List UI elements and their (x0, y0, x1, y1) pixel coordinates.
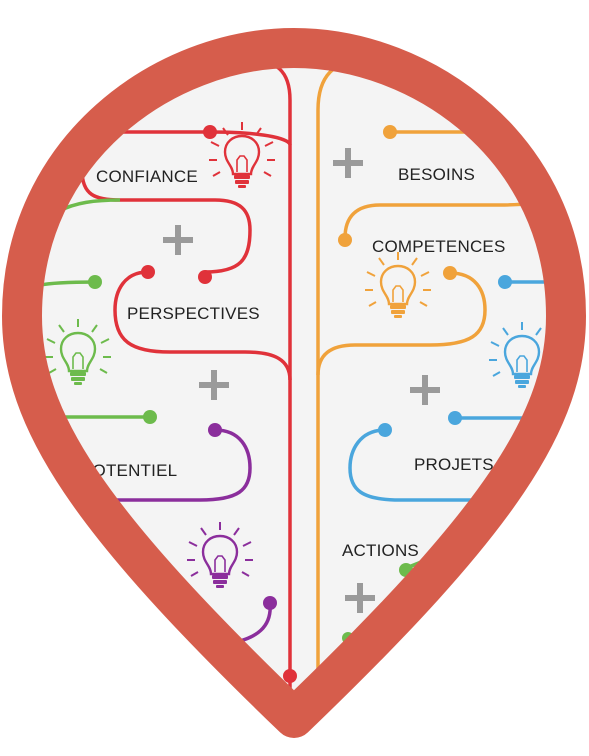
blue-node (498, 275, 512, 289)
purple-node (263, 596, 277, 610)
label-competences: COMPETENCES (372, 237, 506, 256)
red-node (283, 669, 297, 683)
red-confiance-branch (80, 130, 292, 274)
label-besoins: BESOINS (398, 165, 475, 184)
green-node (143, 410, 157, 424)
orange-node (443, 266, 457, 280)
red-node (141, 265, 155, 279)
green-node (88, 275, 102, 289)
blue-node (378, 423, 392, 437)
blue-node (448, 411, 462, 425)
red-node (198, 270, 212, 284)
purple-node (208, 423, 222, 437)
blue-branch (348, 428, 566, 502)
orange-node (383, 125, 397, 139)
orange-projets-branch (316, 271, 487, 376)
label-projets: PROJETS (414, 455, 494, 474)
label-potentiel: POTENTIEL (81, 461, 177, 480)
label-confiance: CONFIANCE (96, 167, 198, 186)
red-node (203, 125, 217, 139)
label-perspectives: PERSPECTIVES (127, 304, 260, 323)
label-actions: ACTIONS (342, 541, 419, 560)
pin-border (2, 28, 586, 738)
red-perspectives-branch (113, 270, 292, 381)
orange-node (338, 233, 352, 247)
